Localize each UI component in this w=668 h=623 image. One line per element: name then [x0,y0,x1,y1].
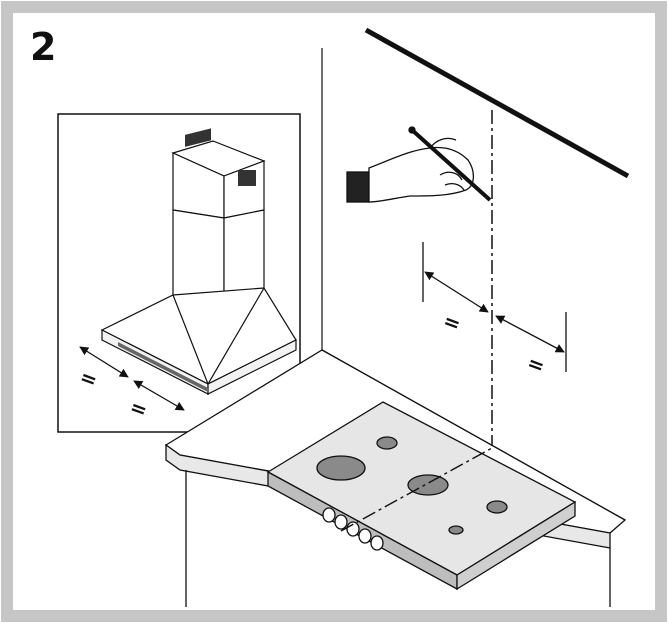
step-number: 2 [30,25,56,69]
equal-mark: = [77,364,101,392]
cooker-hood-icon [100,128,297,395]
equal-mark: = [524,350,548,378]
equal-mark: = [127,394,151,422]
ceiling-line [364,27,630,179]
equal-mark: = [440,308,464,336]
dimension-arrow-icon [79,346,185,411]
hob-icon [266,401,577,591]
hob-knobs [322,507,384,551]
wall-dimension [422,242,567,372]
hand-holding-pencil-icon [346,126,492,203]
center-line-hob [340,447,493,532]
hood-inset: = = [57,113,301,433]
